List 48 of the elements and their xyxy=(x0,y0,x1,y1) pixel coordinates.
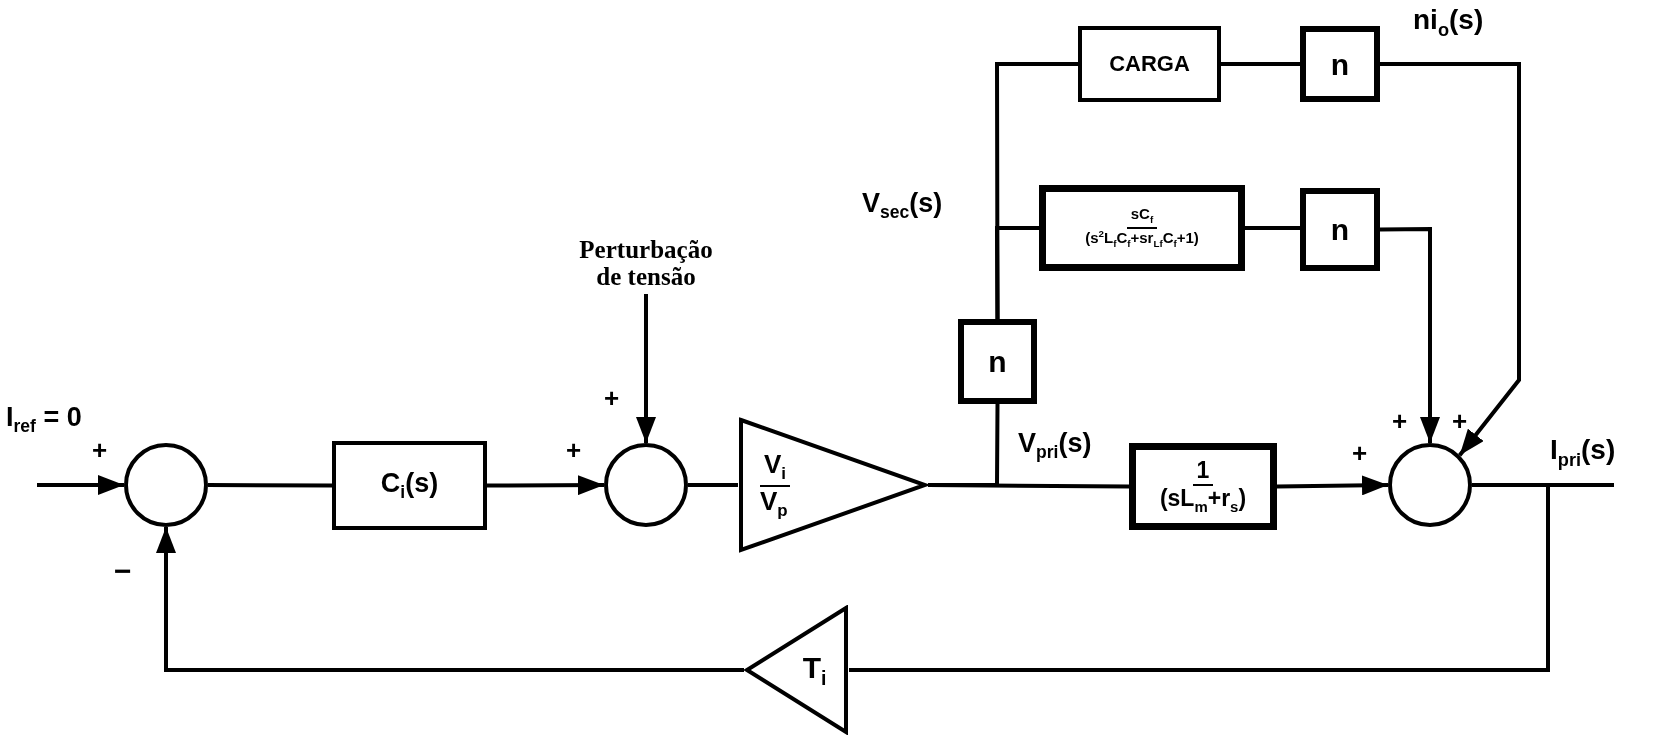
arrow xyxy=(37,475,124,495)
connector-line xyxy=(688,483,738,487)
sign-label: + xyxy=(566,437,582,463)
signal-label: I$_{pri}$(s) xyxy=(1550,436,1616,469)
signal-label: I$_{ref}$ = 0 xyxy=(6,404,82,436)
signal-label: V$_{sec}$(s) xyxy=(862,190,943,222)
block-box xyxy=(1078,26,1221,102)
fraction-numerator: 1 xyxy=(1192,457,1214,487)
block-label: T$_{i}$ xyxy=(802,650,827,690)
block-label: C$_{i}$(s) xyxy=(380,468,439,503)
connector-line xyxy=(208,483,332,488)
block-box xyxy=(1039,185,1245,271)
block-box xyxy=(332,441,487,530)
arrow xyxy=(1380,62,1521,457)
signal-label: V$_{pri}$(s) xyxy=(1018,430,1092,462)
fraction-numerator: V$_{i}$ xyxy=(760,449,791,487)
connector-line xyxy=(1221,62,1300,66)
disturbance-label: Perturbação de tensão xyxy=(578,235,714,291)
arrow xyxy=(1276,475,1389,496)
signal-label: ni$_{o}$(s) xyxy=(1413,6,1484,39)
sign-label: + xyxy=(604,385,620,411)
arrow xyxy=(156,527,744,672)
connector-line xyxy=(1245,226,1302,231)
fraction-denominator: (s$^{2}$L$_{f}$C$_{f}$+sr$_{Lf}$C$_{f}$+1) xyxy=(1085,229,1199,250)
fraction-denominator: (sL$_{m}$+r$_{s}$) xyxy=(1159,486,1247,516)
gain-triangle xyxy=(744,605,849,735)
block-label: n xyxy=(988,345,1007,378)
sign-label: + xyxy=(1392,408,1408,434)
block-label: CARGA xyxy=(1109,51,1190,77)
block-box xyxy=(958,319,1037,404)
block-label: n xyxy=(1330,47,1350,81)
fraction-numerator: sC$_{f}$ xyxy=(1126,206,1158,229)
arrow xyxy=(636,294,656,443)
connector-line xyxy=(849,483,1550,672)
arrow xyxy=(487,475,604,496)
block-box xyxy=(1300,26,1380,102)
connector-line xyxy=(928,404,1000,487)
fraction-denominator: V$_{p}$ xyxy=(760,486,788,521)
sign-label: + xyxy=(1352,440,1368,466)
block-box xyxy=(1300,188,1380,271)
block-label: n xyxy=(1330,213,1350,246)
sign-label: − xyxy=(114,556,132,586)
block-box xyxy=(1129,443,1277,530)
arrow xyxy=(1379,226,1440,443)
gain-triangle xyxy=(738,417,928,553)
sign-label: + xyxy=(92,437,108,463)
connector-line xyxy=(995,226,1039,319)
sign-label: + xyxy=(1452,408,1468,434)
